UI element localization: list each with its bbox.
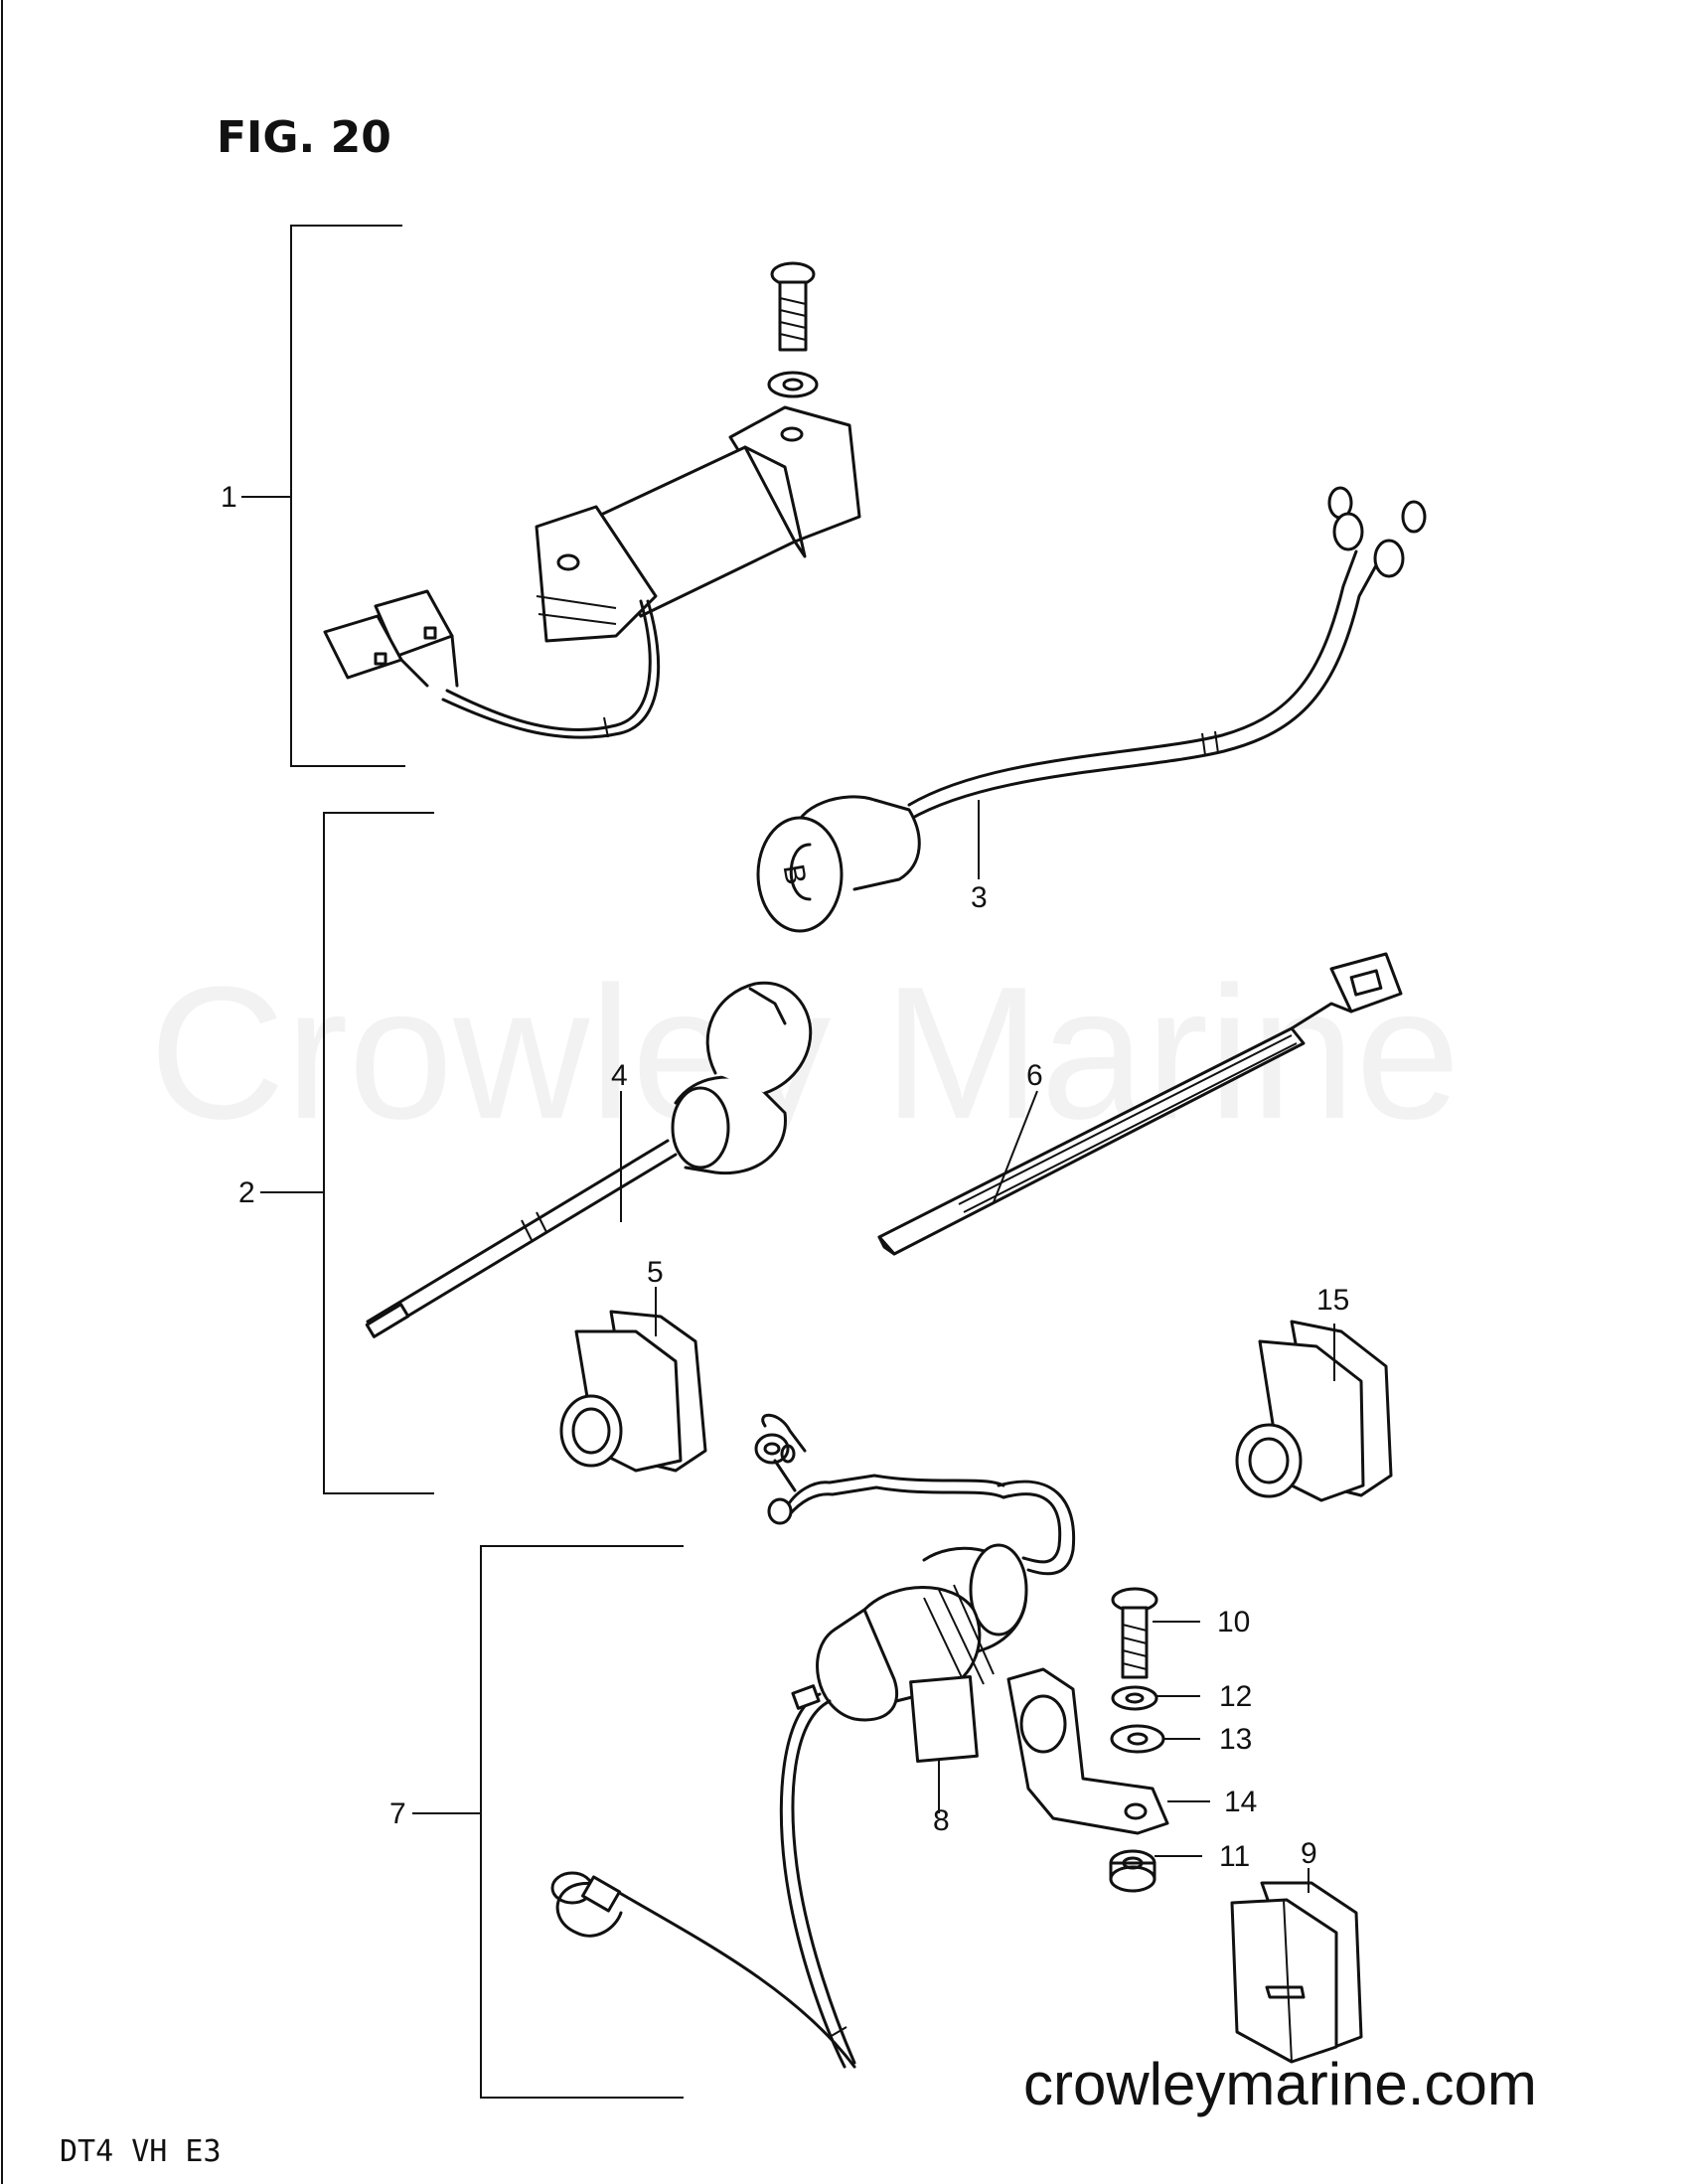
callout-6: 6 — [1026, 1059, 1043, 1092]
group-bracket-7 — [412, 1545, 684, 2099]
callout-11: 11 — [1219, 1840, 1250, 1873]
group-bracket-1 — [241, 225, 405, 767]
model-code: DT4 VH E3 — [60, 2134, 222, 2169]
callout-8: 8 — [933, 1804, 950, 1837]
grommet-15 — [1235, 1320, 1393, 1502]
nut — [1109, 1849, 1156, 1893]
callout-7: 7 — [389, 1797, 406, 1830]
callout-2: 2 — [238, 1176, 255, 1209]
lead-wire-cap — [365, 981, 813, 1338]
callout-9: 9 — [1301, 1837, 1317, 1870]
callout-14: 14 — [1224, 1786, 1257, 1818]
group-bracket-2 — [260, 812, 434, 1494]
callout-1: 1 — [221, 481, 237, 514]
callout-4: 4 — [611, 1059, 628, 1092]
callout-12: 12 — [1219, 1680, 1252, 1713]
lead-wire-socket: B — [756, 486, 1427, 933]
cable-tie — [877, 952, 1403, 1256]
rectifier-unit — [323, 261, 861, 739]
callout-10: 10 — [1217, 1606, 1250, 1638]
callout-15: 15 — [1316, 1284, 1349, 1317]
cushion — [1230, 1881, 1363, 2064]
leader-lines — [620, 800, 1335, 1893]
callout-13: 13 — [1219, 1723, 1252, 1756]
callout-5: 5 — [647, 1256, 664, 1289]
screw-and-washers — [1110, 1587, 1165, 1754]
website-url: crowleymarine.com — [1023, 2051, 1537, 2117]
figure-title: FIG. 20 — [217, 112, 391, 163]
bracket — [1006, 1667, 1169, 1835]
grommet-5 — [559, 1310, 707, 1473]
callout-3: 3 — [971, 881, 988, 914]
stop-switch-assembly — [550, 1413, 1076, 2069]
